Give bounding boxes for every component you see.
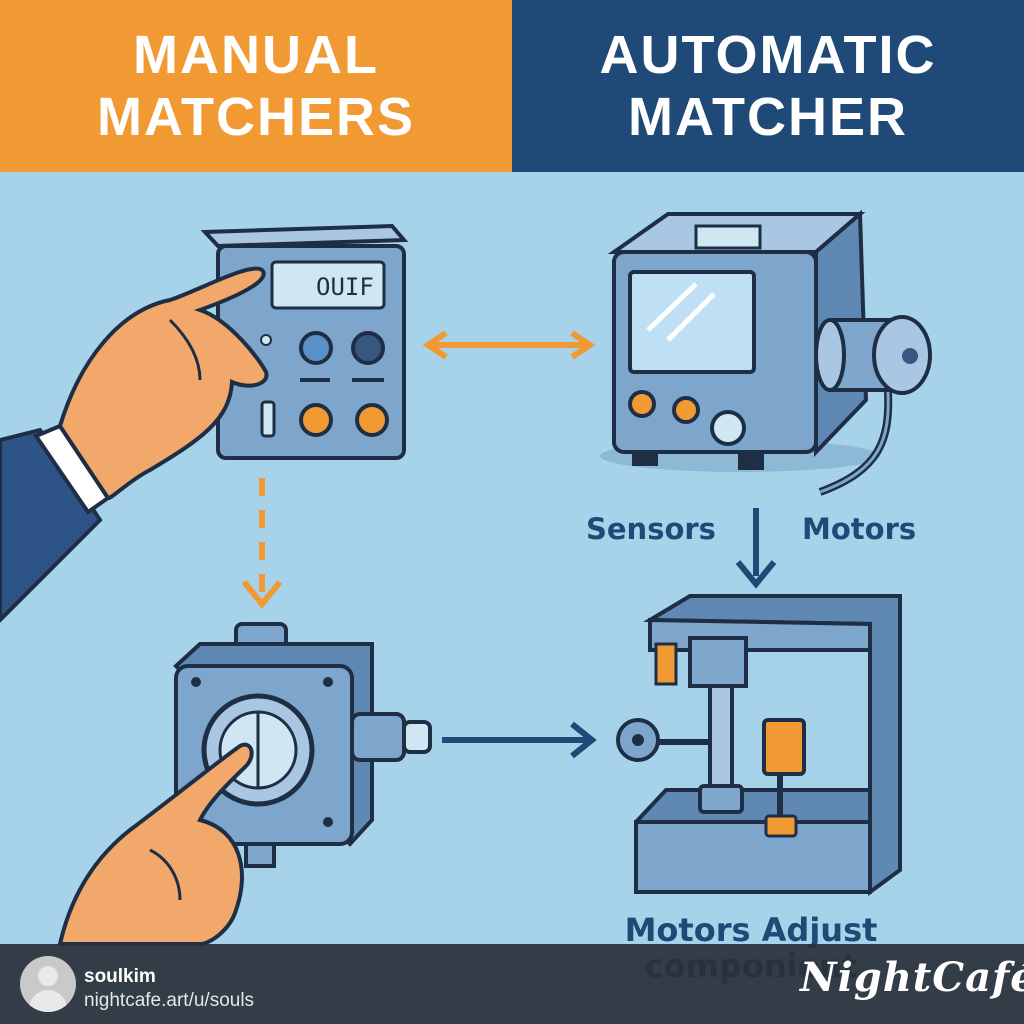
pointing-hand-icon	[57, 742, 254, 946]
username[interactable]: soulkim	[84, 966, 156, 987]
attribution-bar	[0, 944, 1024, 1024]
avatar-icon[interactable]	[20, 956, 76, 1012]
profile-url[interactable]: nightcafe.art/u/souls	[84, 990, 255, 1011]
arrow-icon	[422, 330, 596, 360]
header-line: MATCHERS	[97, 87, 415, 147]
automatic-matcher-header: AUTOMATIC MATCHER	[512, 0, 1024, 172]
header-line: MATCHER	[628, 87, 908, 147]
arrow-icon	[442, 721, 597, 759]
brand-logo: NightCafé	[800, 954, 1024, 1001]
header-line: AUTOMATIC	[599, 25, 937, 85]
arrow-icon	[241, 478, 283, 609]
motors-adjust-line: Motors Adjust	[624, 911, 878, 949]
manual-matchers-header: MANUAL MATCHERS	[0, 0, 512, 172]
header-line: MANUAL	[133, 25, 379, 85]
sensors-label: Sensors	[586, 512, 716, 546]
arrow-icon	[735, 508, 777, 589]
manual-matcher-box-icon	[200, 223, 409, 460]
motors-label: Motors	[802, 512, 917, 546]
motor-assembly-icon	[616, 594, 902, 896]
display-readout: OUIF	[316, 273, 374, 301]
illustration: OUIF	[0, 209, 932, 946]
motor-icon	[814, 315, 932, 496]
hand-icon	[0, 266, 269, 623]
